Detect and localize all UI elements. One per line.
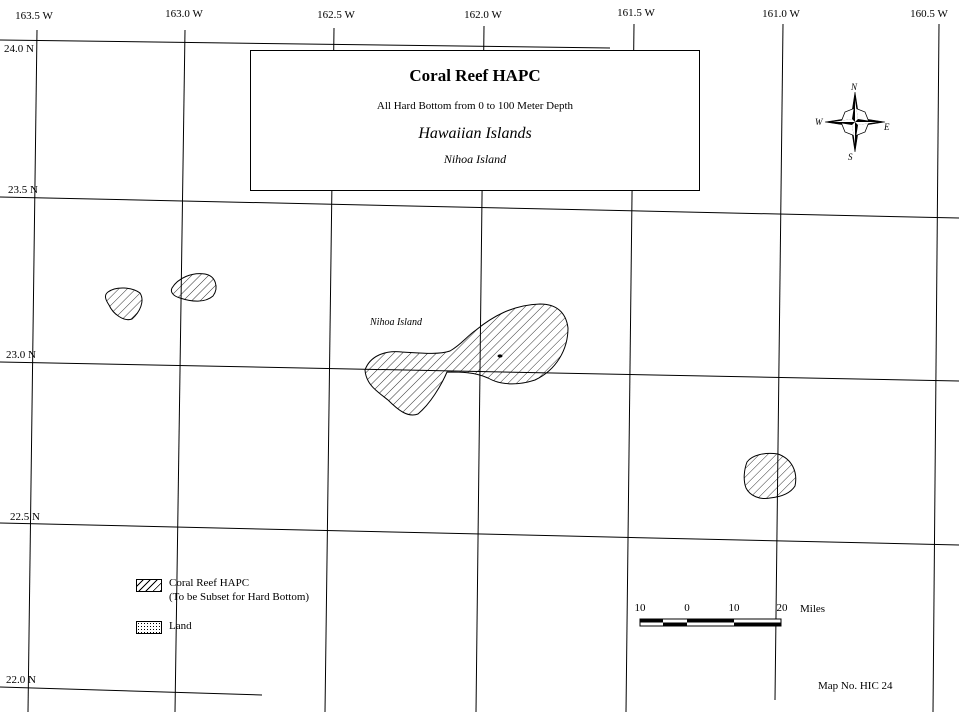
- scale-seg-1: [640, 619, 663, 623]
- scale-unit-label: Miles: [800, 603, 826, 615]
- scale-tick-label: 20: [776, 602, 788, 614]
- compass-star-highlight-3: [852, 122, 855, 144]
- scale-seg-3: [687, 619, 734, 623]
- compass-rose: [824, 91, 886, 153]
- land-speck: [497, 354, 503, 358]
- compass-west-label: W: [815, 117, 823, 127]
- scale-bar: [639, 618, 782, 627]
- parallel-23-5: [0, 196, 959, 219]
- map-island: Nihoa Island: [443, 152, 507, 166]
- map-title-box: Coral Reef HAPC All Hard Bottom from 0 t…: [250, 50, 700, 191]
- longitude-label: 162.5 W: [317, 9, 355, 21]
- map-number: Map No. HIC 24: [818, 680, 893, 692]
- latitude-label: 23.0 N: [6, 349, 36, 361]
- reef-area-nihoa: [364, 303, 569, 416]
- latitude-label: 24.0 N: [4, 43, 34, 55]
- legend-reef-line2: (To be Subset for Hard Bottom): [169, 591, 310, 603]
- reef-area-west-small: [105, 287, 143, 321]
- scale-seg-4: [734, 622, 781, 626]
- legend-land-swatch: [136, 621, 162, 634]
- parallel-22-0: [0, 686, 263, 696]
- latitude-label: 23.5 N: [8, 184, 38, 196]
- longitude-label: 160.5 W: [910, 8, 948, 20]
- map-region: Hawaiian Islands: [418, 125, 532, 142]
- scale-tick-label: 10: [634, 602, 646, 614]
- scale-seg-2: [663, 622, 687, 626]
- legend-reef-swatch: [136, 579, 162, 592]
- longitude-label: 161.0 W: [762, 8, 800, 20]
- reef-area-west: [170, 273, 217, 302]
- longitude-label: 163.5 W: [15, 10, 53, 22]
- map-title: Coral Reef HAPC: [409, 66, 541, 85]
- compass-star-highlight-4: [833, 119, 855, 122]
- nihoa-place-label: Nihoa Island: [370, 317, 422, 328]
- legend-reef-line1: Coral Reef HAPC: [169, 577, 250, 589]
- latitude-label: 22.5 N: [10, 511, 40, 523]
- map-subtitle: All Hard Bottom from 0 to 100 Meter Dept…: [376, 100, 574, 112]
- compass-north-label: N: [851, 82, 858, 92]
- meridian-160-5: [932, 23, 940, 713]
- latitude-label: 22.0 N: [6, 674, 36, 686]
- compass-star-highlight-2: [855, 122, 877, 125]
- meridian-163-5: [27, 29, 38, 713]
- legend-reef-label: Coral Reef HAPC (To be Subset for Hard B…: [169, 576, 309, 604]
- meridian-161-0: [774, 23, 784, 701]
- compass-east-label: E: [884, 122, 890, 132]
- reef-area-east: [743, 452, 797, 499]
- scale-tick-label: 0: [684, 602, 690, 614]
- longitude-label: 162.0 W: [464, 9, 502, 21]
- longitude-label: 163.0 W: [165, 8, 203, 20]
- parallel-22-5: [0, 522, 959, 546]
- compass-star-highlight: [855, 100, 858, 122]
- meridian-163-0: [174, 29, 186, 713]
- parallel-24-0: [0, 39, 611, 49]
- reef-areas: [105, 273, 797, 499]
- scale-tick-label: 10: [728, 602, 740, 614]
- legend-land-label: Land: [169, 620, 192, 632]
- compass-south-label: S: [848, 152, 853, 162]
- longitude-label: 161.5 W: [617, 7, 655, 19]
